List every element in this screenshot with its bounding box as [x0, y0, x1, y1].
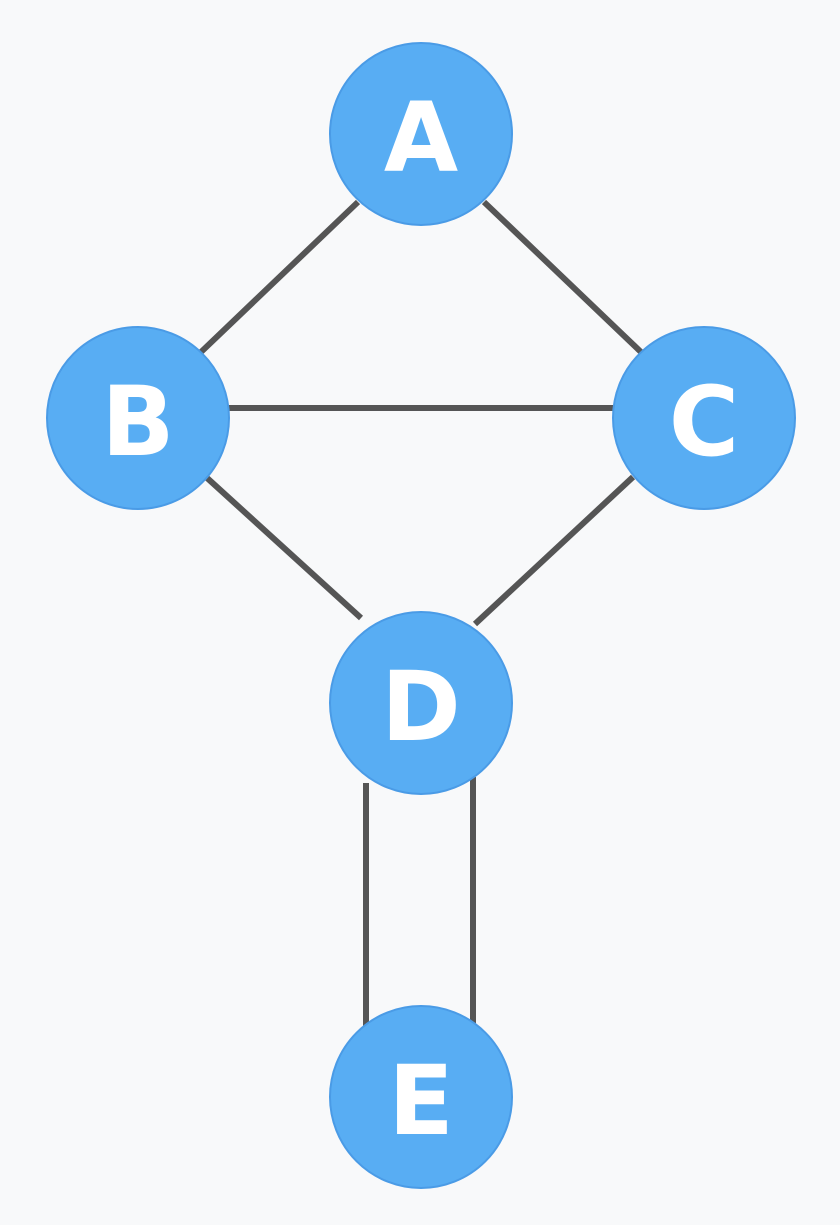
node-circle-e: [329, 1005, 513, 1189]
node-label-e: E: [388, 1045, 454, 1157]
node-e: E: [329, 1005, 513, 1189]
node-label-d: D: [381, 651, 461, 763]
edge-a-b-0: [197, 199, 361, 356]
node-b: B: [46, 326, 230, 510]
node-label-b: B: [101, 366, 174, 478]
edge-b-d-3: [203, 474, 364, 621]
node-label-a: A: [384, 82, 458, 194]
node-a: A: [329, 42, 513, 226]
node-circle-a: [329, 42, 513, 226]
node-c: C: [612, 326, 796, 510]
node-circle-c: [612, 326, 796, 510]
node-circle-b: [46, 326, 230, 510]
edge-a-c-1: [481, 199, 645, 356]
nodes-layer: A B C D E: [46, 42, 796, 1189]
edge-c-d-4: [472, 474, 636, 627]
node-d: D: [329, 611, 513, 795]
edges-layer: [197, 199, 645, 1028]
node-label-c: C: [669, 366, 739, 478]
node-circle-d: [329, 611, 513, 795]
